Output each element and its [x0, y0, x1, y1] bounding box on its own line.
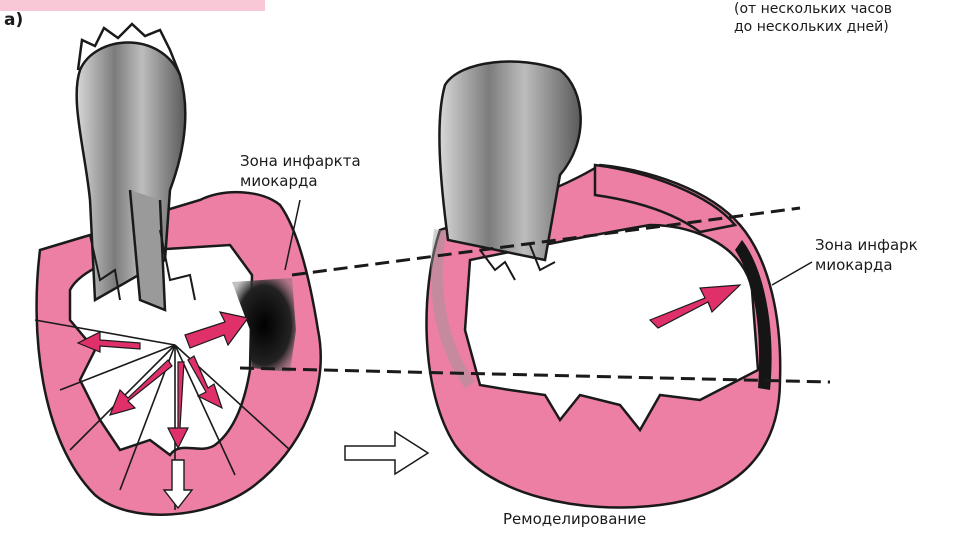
left-infarct-label-line-1: Зона инфаркта: [240, 151, 361, 171]
duration-note-line-2: до нескольких дней): [734, 18, 967, 36]
panel-label: а): [4, 10, 23, 30]
right-infarct-label-line-2: миокарда: [815, 255, 918, 275]
right-heart: [426, 62, 780, 508]
duration-note-line-1: (от нескольких часов: [734, 0, 967, 18]
right-infarct-label-line-1: Зона инфарк: [815, 235, 918, 255]
duration-note: (от нескольких часов до нескольких дней): [734, 0, 967, 36]
right-infarct-label: Зона инфарк миокарда: [815, 235, 918, 275]
transition-arrow: [345, 432, 428, 474]
right-label-leader: [772, 262, 812, 285]
left-infarct-label-line-2: миокарда: [240, 171, 361, 191]
remodeling-caption: Ремоделирование: [503, 510, 646, 528]
left-infarct-label: Зона инфаркта миокарда: [240, 151, 361, 191]
